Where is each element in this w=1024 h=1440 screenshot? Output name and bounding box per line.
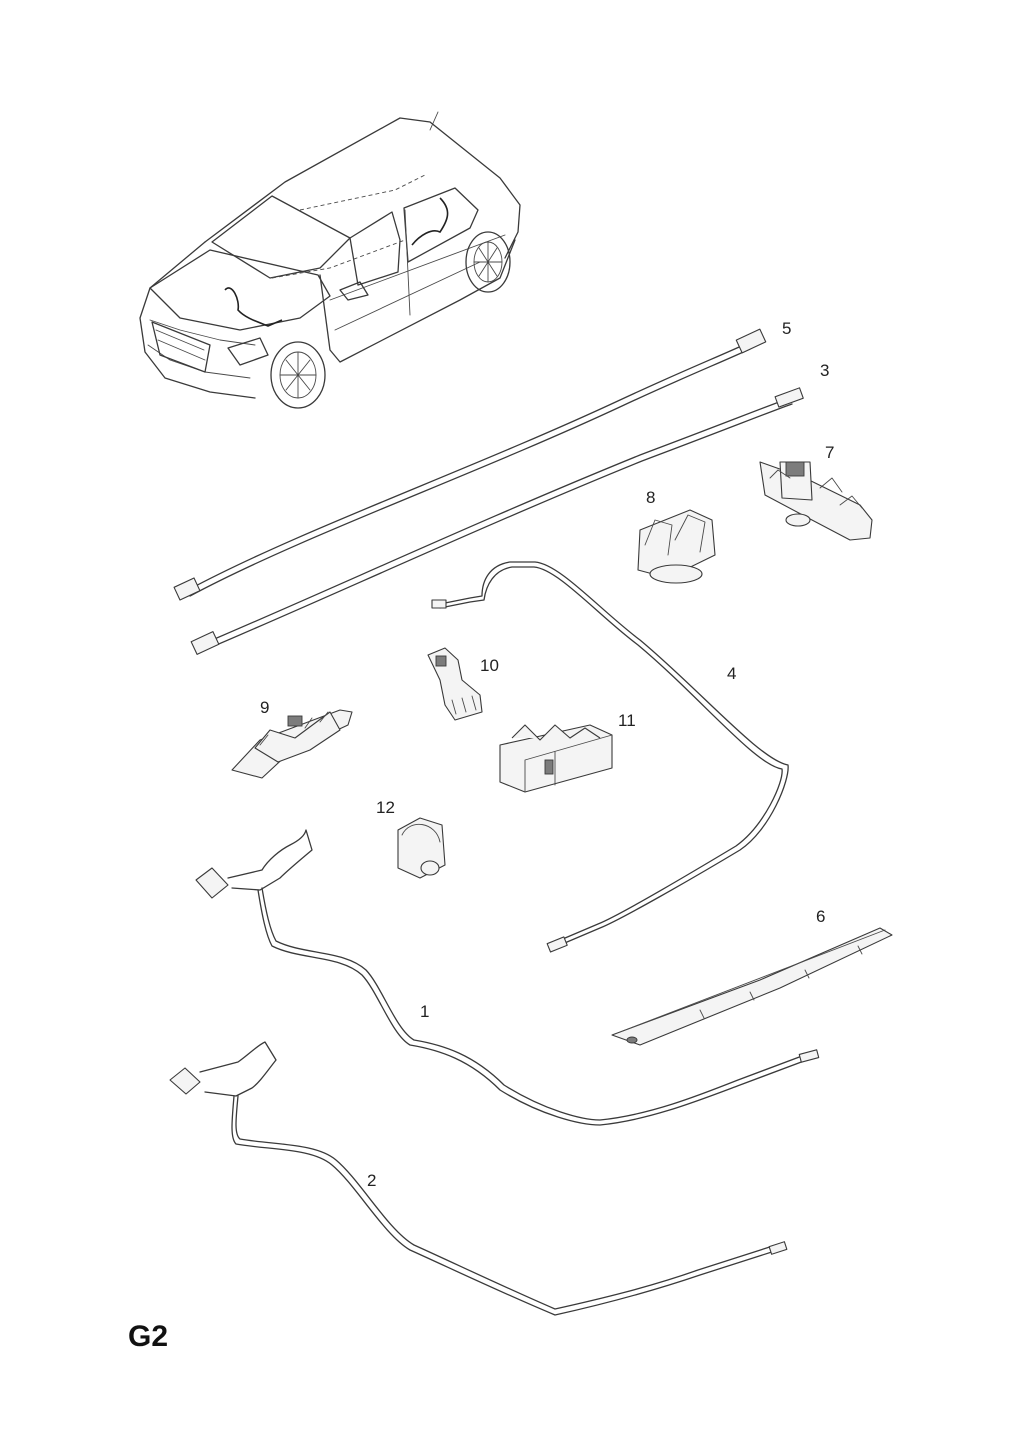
callout-12: 12: [376, 798, 395, 817]
callout-9: 9: [260, 698, 270, 717]
part-9-clip: [231, 709, 353, 779]
part-4-pipe: [431, 561, 789, 953]
callout-2: 2: [367, 1171, 377, 1190]
callout-7: 7: [825, 443, 835, 462]
callout-1: 1: [420, 1002, 430, 1021]
part-10-bracket: [427, 647, 483, 721]
part-5-cable: [173, 328, 767, 601]
part-11-clamp: [499, 724, 613, 793]
part-12-clip: [397, 817, 446, 879]
callout-4: 4: [727, 664, 737, 683]
vehicle-illustration: [139, 111, 521, 409]
part-6-rail: [611, 927, 893, 1046]
callout-10: 10: [480, 656, 499, 675]
callout-6: 6: [816, 907, 826, 926]
part-8-clip: [637, 509, 716, 584]
callout-5: 5: [782, 319, 792, 338]
sheet-code: G2: [128, 1320, 169, 1353]
callout-11: 11: [618, 711, 636, 730]
part-1-hose: [195, 829, 820, 1126]
part-7-clip: [759, 461, 873, 541]
callout-3: 3: [820, 361, 830, 380]
callout-8: 8: [646, 488, 656, 507]
part-2-hose: [169, 1041, 788, 1316]
part-3-cable: [190, 387, 804, 655]
